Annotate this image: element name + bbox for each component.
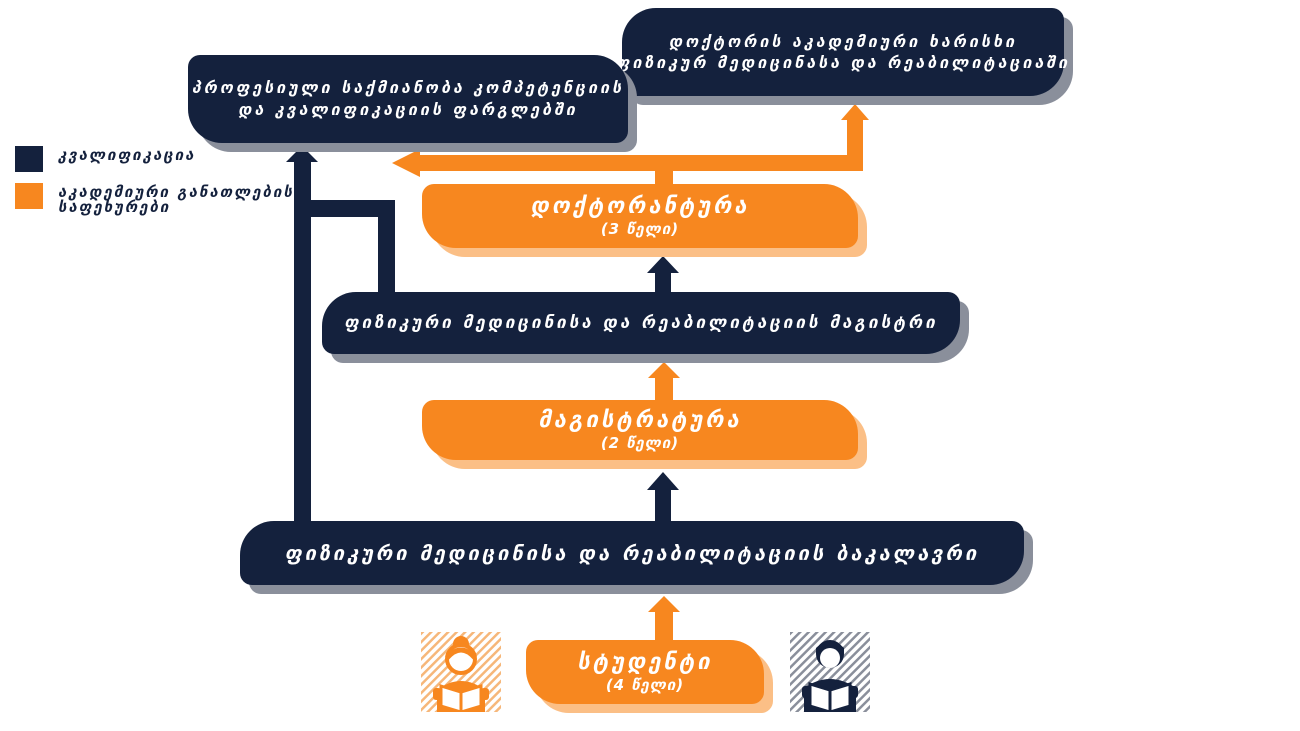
arrow-bachelor-to-masters-head (647, 472, 679, 490)
arrow-doctorate-to-doctor-degree-shaft (847, 120, 863, 171)
arrow-doctorate-crossbar (408, 155, 863, 171)
navy-arrows (286, 146, 679, 530)
connector-master-degree-branch-horizontal (311, 200, 395, 217)
arrow-master-degree-to-doctorate-shaft (655, 272, 671, 294)
arrow-master-degree-to-doctorate-head (647, 256, 679, 273)
male-student-reading-icon (790, 632, 870, 712)
arrow-student-to-bachelor-shaft (655, 612, 673, 642)
box-master-degree: ფიზიკური მედიცინისა და რეაბილიტაციის მაგ… (322, 292, 960, 354)
arrow-bachelor-to-professional-head (286, 146, 318, 162)
connector-master-degree-branch-vertical (378, 200, 395, 296)
female-student-reading-icon (421, 632, 501, 712)
box-student: სტუდენტი (4 წელი) (526, 640, 764, 704)
box-masters-program: მაგისტრატურა (2 წელი) (422, 400, 858, 460)
box-bachelor-degree: ფიზიკური მედიცინისა და რეაბილიტაციის ბაკ… (240, 521, 1024, 585)
arrow-masters-to-master-degree-shaft (655, 378, 673, 400)
orange-arrows (392, 104, 869, 642)
box-professional-activity: პროფესიული საქმიანობა კომპეტენციის და კვ… (188, 55, 628, 143)
box-doctorate: დოქტორანტურა (3 წელი) (422, 184, 858, 248)
legend-swatch-qualification (15, 146, 43, 172)
legend-label-academic-levels: აკადემიური განათლების საფეხურები (58, 183, 294, 216)
arrow-doctorate-to-professional-head (392, 149, 420, 177)
legend-swatch-academic-levels (15, 183, 43, 209)
arrow-bachelor-to-masters-shaft (655, 488, 671, 523)
arrow-student-to-bachelor-head (648, 596, 680, 612)
arrow-doctorate-to-doctor-degree-head (841, 104, 869, 120)
legend-label-qualification: კვალიფიკაცია (58, 146, 196, 164)
box-doctor-degree: დოქტორის აკადემიური ხარისხი ფიზიკურ მედი… (616, 8, 1067, 96)
arrow-bachelor-to-professional-shaft (294, 160, 311, 530)
arrow-masters-to-master-degree-head (648, 362, 680, 378)
